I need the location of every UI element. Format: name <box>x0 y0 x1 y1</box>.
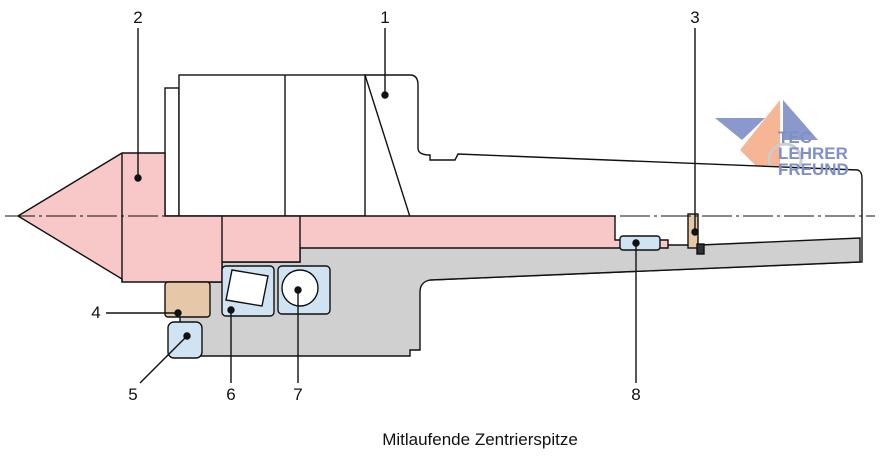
label-1: 1 <box>380 8 390 27</box>
label-5: 5 <box>128 385 138 404</box>
logo-line-3: FREUND <box>778 160 849 179</box>
caption: Mitlaufende Zentrierspitze <box>382 430 578 449</box>
label-2: 2 <box>133 8 143 27</box>
logo-text: TEC LEHRER FREUND <box>778 128 849 179</box>
label-3: 3 <box>690 8 700 27</box>
logo-line-1: TEC <box>778 128 812 147</box>
label-4: 4 <box>91 303 101 322</box>
logo-line-2: LEHRER <box>778 144 848 163</box>
center-point <box>16 152 669 283</box>
label-7: 7 <box>293 385 303 404</box>
label-8: 8 <box>631 385 641 404</box>
label-6: 6 <box>226 385 236 404</box>
leader-lines <box>106 28 699 384</box>
